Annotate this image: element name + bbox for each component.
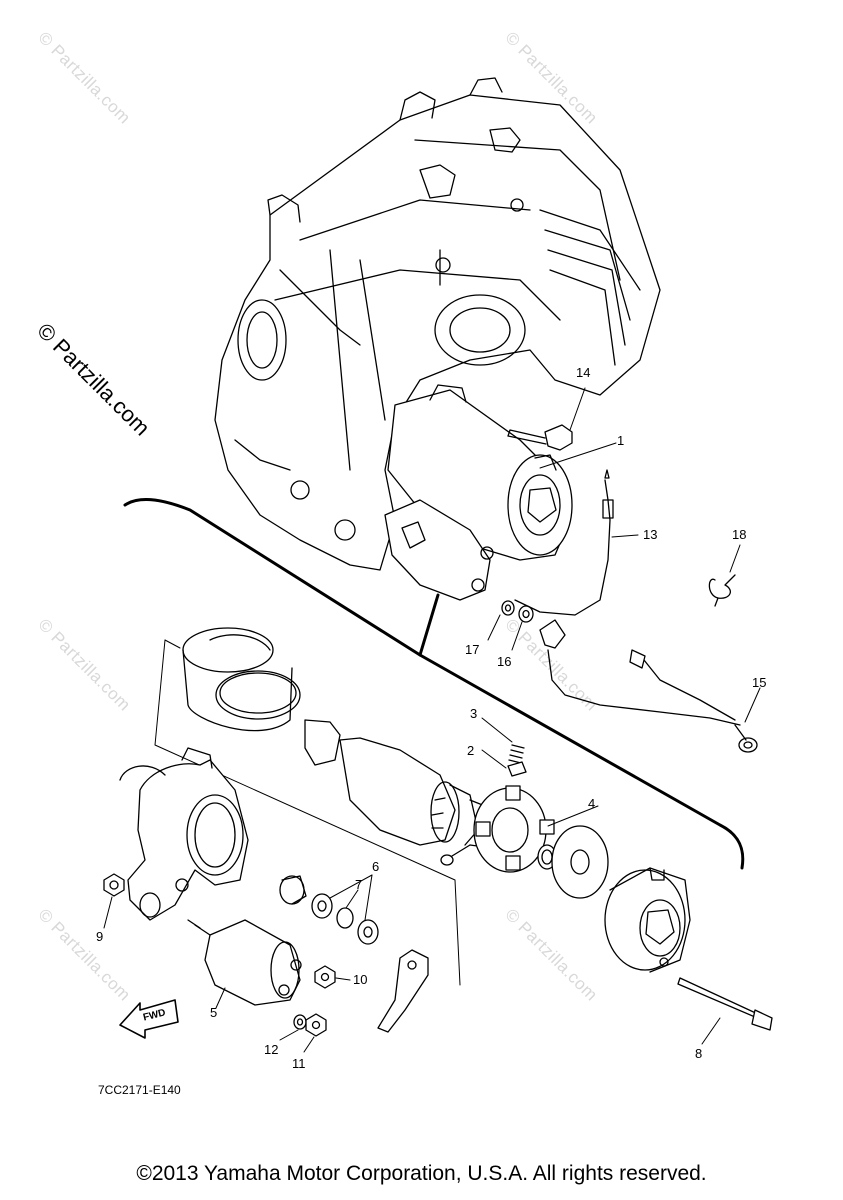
washer-6 bbox=[311, 893, 333, 919]
callout-12: 12 bbox=[264, 1042, 279, 1057]
thrust-washer bbox=[551, 825, 609, 899]
starter-motor-assembly bbox=[384, 384, 573, 601]
callout-1: 1 bbox=[617, 433, 625, 448]
callout-18: 18 bbox=[732, 527, 747, 542]
copyright-notice: ©2013 Yamaha Motor Corporation, U.S.A. A… bbox=[136, 1162, 707, 1185]
through-bolt-8 bbox=[677, 977, 773, 1031]
callout-15: 15 bbox=[752, 675, 767, 690]
callout-10: 10 bbox=[353, 972, 368, 987]
shift-lever bbox=[377, 949, 429, 1033]
callout-2: 2 bbox=[467, 743, 475, 758]
spring-3 bbox=[508, 744, 525, 764]
callout-8: 8 bbox=[695, 1046, 703, 1061]
nut-11 bbox=[305, 1013, 327, 1037]
brush-2 bbox=[507, 761, 527, 777]
callout-11: 11 bbox=[292, 1056, 306, 1071]
callout-5: 5 bbox=[210, 1005, 218, 1020]
washer-12 bbox=[293, 1014, 307, 1030]
armature bbox=[304, 719, 500, 849]
nut-10 bbox=[314, 965, 336, 989]
callout-14: 14 bbox=[576, 365, 591, 380]
circlip-7 bbox=[336, 907, 379, 945]
nut-9 bbox=[103, 873, 125, 897]
yoke-sleeve bbox=[182, 627, 301, 732]
battery-cable-15 bbox=[547, 649, 758, 753]
callout-7: 7 bbox=[355, 877, 363, 892]
bushing bbox=[279, 875, 307, 905]
starter-solenoid-5 bbox=[187, 919, 302, 1006]
clip-18 bbox=[708, 574, 736, 607]
rear-cover bbox=[604, 867, 691, 973]
callout-6: 6 bbox=[372, 859, 380, 874]
nut-washer-16-17 bbox=[501, 600, 566, 649]
callout-16: 16 bbox=[497, 654, 512, 669]
diagram-code: 7CC2171-E140 bbox=[98, 1083, 181, 1097]
brush-holder-4 bbox=[440, 785, 555, 873]
front-bracket bbox=[119, 747, 249, 921]
callout-17: 17 bbox=[465, 642, 480, 657]
fwd-arrow-icon bbox=[119, 999, 179, 1039]
callout-9: 9 bbox=[96, 929, 104, 944]
callout-13: 13 bbox=[643, 527, 658, 542]
crankcase-housing bbox=[214, 77, 661, 571]
bolt-14 bbox=[507, 424, 573, 451]
callout-4: 4 bbox=[588, 796, 596, 811]
lead-wire-13 bbox=[514, 469, 614, 616]
callout-3: 3 bbox=[470, 706, 478, 721]
